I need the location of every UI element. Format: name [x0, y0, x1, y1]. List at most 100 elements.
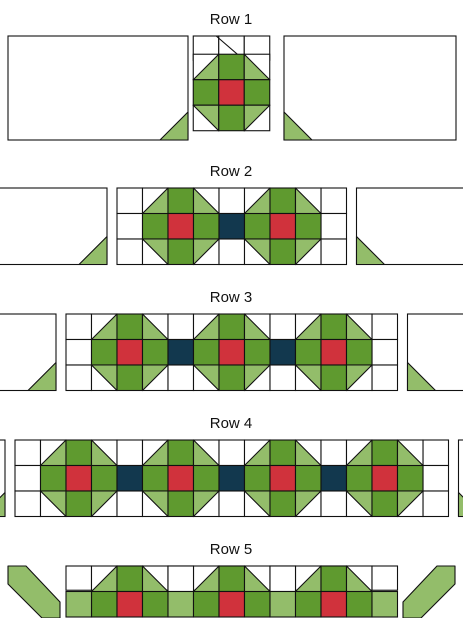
- connector-top-square: [168, 314, 194, 340]
- connector-bottom-square: [219, 239, 245, 265]
- green-square: [245, 466, 271, 492]
- green-square: [194, 340, 220, 366]
- center-red-square: [168, 214, 194, 240]
- connector-top-square: [321, 440, 347, 466]
- connector-column: [219, 188, 245, 265]
- center-red-square: [219, 592, 245, 618]
- edge-square: [15, 491, 41, 517]
- right-side-panel: [357, 188, 463, 265]
- green-square: [143, 592, 169, 618]
- edge-square: [423, 491, 449, 517]
- green-square: [143, 340, 169, 366]
- green-square: [168, 491, 194, 517]
- edge-square: [321, 239, 347, 265]
- green-square: [219, 314, 245, 340]
- green-square: [168, 440, 194, 466]
- green-square: [66, 491, 92, 517]
- edge-square: [423, 440, 449, 466]
- center-red-square: [168, 466, 194, 492]
- green-square: [66, 440, 92, 466]
- green-square: [245, 592, 271, 618]
- row-4-group: Row 4: [0, 415, 463, 517]
- green-square: [193, 80, 219, 106]
- green-square: [194, 592, 220, 618]
- center-red-square: [321, 592, 347, 618]
- green-square: [372, 440, 398, 466]
- navy-square: [168, 340, 194, 366]
- center-red-square: [66, 466, 92, 492]
- strip-square: [66, 566, 92, 590]
- side-corner-triangle: [459, 493, 463, 517]
- connector-column: [219, 440, 245, 517]
- edge-square: [66, 340, 92, 366]
- center-red-square: [117, 340, 143, 366]
- center-red-square: [219, 80, 245, 106]
- left-side-panel: [8, 36, 188, 140]
- row-3-group: Row 3: [0, 289, 463, 391]
- connector-column: [117, 440, 143, 517]
- row-3-title: Row 3: [210, 289, 253, 306]
- right-side-panel: [459, 440, 463, 517]
- connector-top-square: [219, 440, 245, 466]
- green-square: [117, 365, 143, 391]
- navy-square: [219, 214, 245, 240]
- green-square: [372, 491, 398, 517]
- green-square: [143, 214, 169, 240]
- green-square: [347, 340, 373, 366]
- edge-square: [66, 365, 92, 391]
- green-square: [321, 365, 347, 391]
- navy-square: [219, 466, 245, 492]
- connector-top-square: [168, 566, 194, 592]
- green-square: [117, 314, 143, 340]
- left-diagonal-band: [8, 566, 60, 618]
- row-2-group: Row 2: [0, 163, 463, 265]
- right-side-panel: [408, 314, 463, 391]
- green-square: [117, 566, 143, 592]
- strip-square: [372, 566, 398, 590]
- edge-square: [15, 440, 41, 466]
- green-square: [245, 214, 271, 240]
- navy-square: [270, 340, 296, 366]
- green-square: [296, 214, 322, 240]
- green-square: [194, 466, 220, 492]
- green-square: [398, 466, 424, 492]
- navy-square: [117, 466, 143, 492]
- edge-square: [372, 314, 398, 340]
- edge-square: [117, 188, 143, 214]
- connector-green-square: [168, 592, 194, 618]
- quilt-block: [347, 440, 424, 517]
- green-square: [219, 54, 245, 80]
- green-square: [296, 340, 322, 366]
- quilt-block: [193, 54, 270, 131]
- edge-square: [66, 314, 92, 340]
- connector-column: [321, 440, 347, 517]
- green-square: [321, 566, 347, 592]
- green-square: [92, 466, 118, 492]
- connector-bottom-square: [117, 491, 143, 517]
- center-red-square: [117, 592, 143, 618]
- edge-square: [423, 466, 449, 492]
- green-square: [270, 440, 296, 466]
- connector-bottom-square: [321, 491, 347, 517]
- quilt-block: [296, 314, 373, 391]
- green-square: [244, 80, 270, 106]
- quilt-block: [194, 314, 271, 391]
- center-red-square: [270, 466, 296, 492]
- navy-square: [321, 466, 347, 492]
- quilt-block: [143, 440, 220, 517]
- quilt-block: [41, 440, 118, 517]
- green-square: [219, 365, 245, 391]
- right-diagonal-band: [403, 566, 455, 618]
- connector-column: [270, 314, 296, 391]
- green-square: [92, 592, 118, 618]
- connector-top-square: [219, 188, 245, 214]
- green-square: [296, 466, 322, 492]
- left-side-panel: [0, 440, 5, 517]
- center-red-square: [321, 340, 347, 366]
- green-square: [347, 592, 373, 618]
- side-panel-frame: [8, 36, 188, 140]
- green-square: [321, 314, 347, 340]
- connector-green-square: [270, 592, 296, 618]
- edge-green-square: [66, 592, 92, 618]
- green-square: [194, 214, 220, 240]
